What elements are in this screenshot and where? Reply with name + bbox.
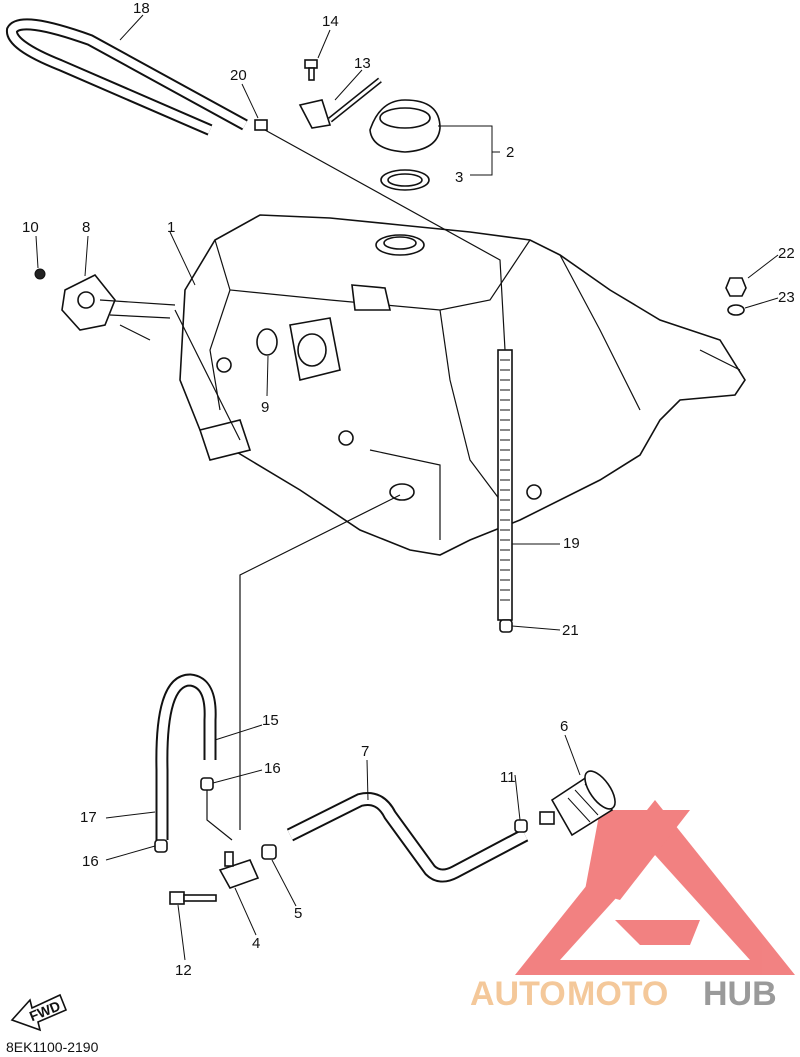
- callout-6: 6: [560, 718, 568, 735]
- callout-10: 10: [22, 219, 39, 236]
- clip-16-upper: [200, 777, 214, 791]
- fuel-sender-8: [34, 268, 241, 441]
- drain-tube-19: [497, 349, 513, 621]
- callout-19: 19: [563, 535, 580, 552]
- clip-21: [499, 619, 513, 633]
- callout-7: 7: [361, 743, 369, 760]
- callout-2: 2: [506, 144, 514, 161]
- watermark-hub: HUB: [703, 975, 777, 1013]
- callout-22: 22: [778, 245, 795, 262]
- callout-1: 1: [167, 219, 175, 236]
- breather-hose-18: [6, 18, 248, 136]
- callout-15: 15: [262, 712, 279, 729]
- clip-11: [514, 819, 528, 833]
- callout-5: 5: [294, 905, 302, 922]
- fwd-label: FWD: [27, 998, 63, 1025]
- clamp-20: [254, 119, 268, 131]
- bolt-14: [304, 59, 318, 81]
- clip-16-lower: [154, 839, 168, 853]
- bolt-12: [169, 891, 217, 905]
- drawing-code: 8EK1100-2190: [6, 1039, 99, 1055]
- fuel-cock-4: [218, 851, 260, 889]
- gasket-9: [256, 328, 278, 356]
- callout-4: 4: [252, 935, 260, 952]
- callout-16-upper: 16: [264, 760, 281, 777]
- callout-17: 17: [80, 809, 97, 826]
- callout-13: 13: [354, 55, 371, 72]
- fuel-tank: [179, 214, 746, 556]
- callout-20: 20: [230, 67, 247, 84]
- callout-14: 14: [322, 13, 339, 30]
- fuel-filter-6: [539, 770, 616, 837]
- callouts: 18 14 20 13 2 3 10 8 1 22 23 9 19 21 6 7…: [22, 0, 795, 979]
- callout-3: 3: [455, 169, 463, 186]
- fuel-hose-7: [286, 792, 529, 883]
- callout-11: 11: [500, 769, 516, 786]
- nut-22: [725, 277, 747, 297]
- collar-5: [261, 844, 277, 860]
- fuel-cap: [369, 99, 441, 191]
- automotohub-logo: [515, 800, 795, 975]
- automotohub-watermark: AUTO MOTO HUB: [470, 975, 777, 1013]
- leader-lines: [35, 14, 779, 961]
- washer-23: [727, 304, 745, 316]
- callout-23: 23: [778, 289, 795, 306]
- watermark-auto: AUTO: [470, 975, 566, 1013]
- callout-12: 12: [175, 962, 192, 979]
- callout-21: 21: [562, 622, 579, 639]
- callout-18: 18: [133, 0, 150, 17]
- watermark-moto: MOTO: [567, 975, 668, 1013]
- fuel-hose-17: [155, 673, 217, 840]
- breather-line: [264, 129, 506, 351]
- callout-9: 9: [261, 399, 269, 416]
- callout-16-lower: 16: [82, 853, 99, 870]
- fwd-arrow: FWD: [10, 993, 68, 1032]
- callout-8: 8: [82, 219, 90, 236]
